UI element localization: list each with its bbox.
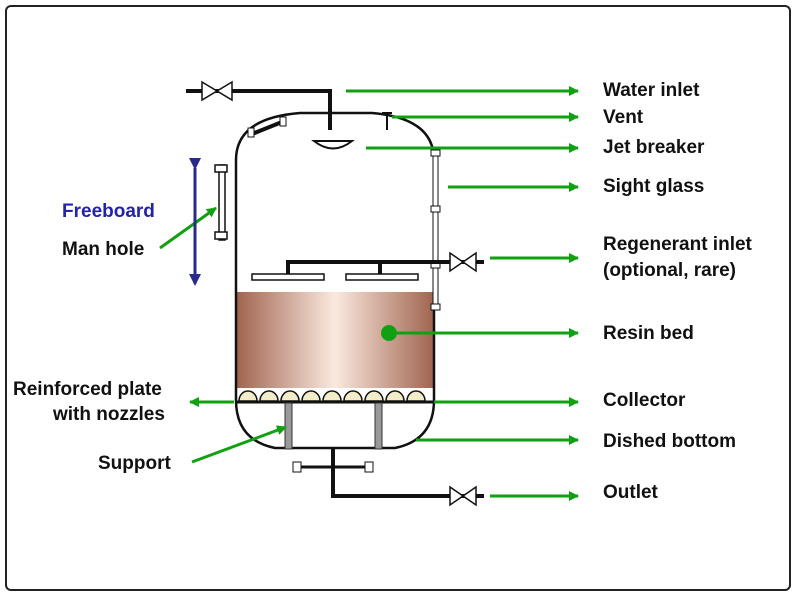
label-vent: Vent [603, 107, 644, 128]
callout-arrows [159, 86, 579, 501]
support-left [284, 402, 293, 450]
label-freeboard: Freeboard [62, 201, 155, 222]
jet-breaker [311, 140, 355, 150]
vessel [234, 111, 436, 450]
water-inlet-pipe [186, 89, 332, 130]
regenerant-distributor [251, 260, 484, 281]
label-reinforced-plate-1: Reinforced plate [13, 379, 162, 400]
top-flange [247, 116, 287, 138]
label-dished-bottom: Dished bottom [603, 431, 736, 452]
outlet-pipe [292, 448, 484, 498]
outlet-valve-icon [449, 485, 477, 507]
label-collector: Collector [603, 390, 686, 411]
support-right [374, 402, 383, 450]
inlet-valve-icon [201, 80, 233, 102]
diagram-frame [5, 5, 791, 591]
resin-bed [236, 292, 434, 388]
label-outlet: Outlet [603, 482, 659, 503]
resin-bed-dot [381, 325, 397, 341]
label-sight-glass: Sight glass [603, 176, 704, 197]
nozzles [238, 390, 426, 402]
label-resin-bed: Resin bed [603, 323, 694, 344]
label-support: Support [98, 453, 171, 474]
vent [382, 112, 392, 130]
sight-glass-icon [430, 149, 441, 311]
label-jet-breaker: Jet breaker [603, 137, 705, 158]
label-regenerant-inlet-2: (optional, rare) [603, 260, 736, 281]
label-regenerant-inlet-1: Regenerant inlet [603, 234, 753, 255]
man-hole-icon [214, 164, 228, 241]
regenerant-valve-icon [449, 251, 477, 273]
label-water-inlet: Water inlet [603, 80, 700, 101]
label-reinforced-plate-2: with nozzles [52, 404, 165, 425]
arrow-support [191, 425, 287, 464]
label-man-hole: Man hole [62, 239, 144, 260]
arrow-man-hole [159, 206, 217, 250]
